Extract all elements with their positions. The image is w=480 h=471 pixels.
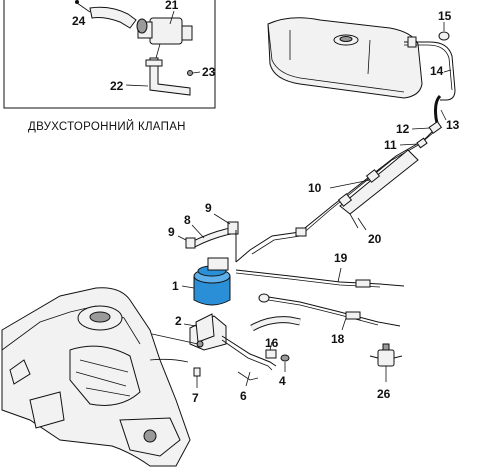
clip-9-lower <box>185 237 196 249</box>
callout-21: 21 <box>165 0 179 12</box>
callout-9-lower: 9 <box>168 225 175 239</box>
clamp-16 <box>265 349 277 359</box>
callout-6: 6 <box>240 389 247 403</box>
callout-10: 10 <box>308 181 322 195</box>
cable-18 <box>261 295 401 327</box>
clip-15 <box>438 31 450 41</box>
screw-23 <box>187 70 193 76</box>
solenoid-26 <box>377 349 395 367</box>
callout-8: 8 <box>184 213 191 227</box>
tank-vent-lines: 15 14 13 <box>404 9 460 132</box>
hose-13 <box>434 94 442 129</box>
callout-12: 12 <box>396 122 410 136</box>
evap-canister: 1 <box>172 257 231 306</box>
shield-20 <box>339 149 419 215</box>
hose-assembly: 9 8 9 <box>168 201 239 262</box>
inset-hose <box>89 6 137 29</box>
inset-caption: ДВУХСТОРОННИЙ КЛАПАН <box>28 120 186 133</box>
callout-16: 16 <box>265 336 279 350</box>
vent-pipe-14 <box>404 41 456 101</box>
nut-4 <box>280 354 290 362</box>
line-6 <box>221 335 277 367</box>
purge-solenoid: 26 <box>369 343 403 401</box>
clamp-11 <box>416 137 428 149</box>
clamp-12 <box>428 120 443 134</box>
callout-15: 15 <box>438 9 452 23</box>
callout-2: 2 <box>175 314 182 328</box>
canister-body <box>193 275 231 306</box>
callout-23: 23 <box>202 65 216 79</box>
engine-bay <box>1 287 191 467</box>
callout-13: 13 <box>446 118 460 132</box>
clip-7 <box>193 367 201 377</box>
inset-frame <box>3 0 216 109</box>
pipe-10 <box>235 127 437 263</box>
callout-7: 7 <box>192 391 199 405</box>
callout-9-upper: 9 <box>205 201 212 215</box>
cables: 19 18 <box>235 251 405 346</box>
cable-19 <box>235 269 405 287</box>
valve-bracket <box>149 57 191 96</box>
two-way-valve <box>149 17 183 45</box>
fuel-tank <box>267 17 423 99</box>
callout-19: 19 <box>334 251 348 265</box>
callout-20: 20 <box>368 232 382 246</box>
callout-24: 24 <box>72 14 86 28</box>
callout-18: 18 <box>331 332 345 346</box>
vapour-pipe: 12 11 20 10 <box>235 120 443 263</box>
two-way-valve-inset: 24 21 22 23 <box>3 0 216 109</box>
callout-1: 1 <box>172 279 179 293</box>
clip-9-upper <box>227 221 239 235</box>
callout-26: 26 <box>377 387 391 401</box>
callout-14: 14 <box>430 64 444 78</box>
callout-11: 11 <box>384 138 397 152</box>
callout-22: 22 <box>110 79 124 93</box>
callout-4: 4 <box>279 374 286 388</box>
